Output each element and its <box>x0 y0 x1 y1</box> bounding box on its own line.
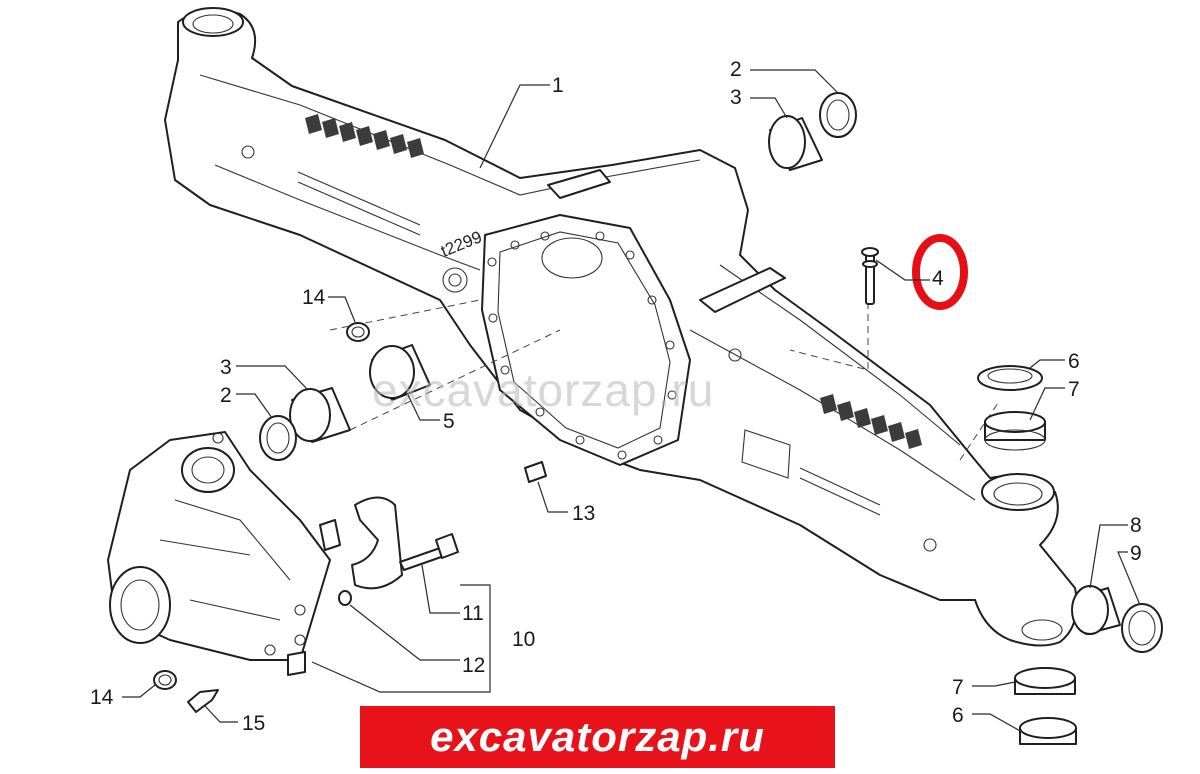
ring-seal-upper <box>819 92 857 138</box>
callout-6-lower: 6 <box>952 704 964 727</box>
breather-vent <box>861 247 879 305</box>
bushing-upper <box>768 115 823 171</box>
sleeve-5 <box>369 344 431 401</box>
callout-5: 5 <box>443 410 455 433</box>
washer-12 <box>338 590 352 606</box>
callout-9: 9 <box>1130 542 1142 565</box>
site-banner: excavatorzap.ru <box>360 706 835 768</box>
seal-9 <box>1121 603 1163 653</box>
cooling-fins-left <box>305 114 424 158</box>
callout-6-upper: 6 <box>1068 350 1080 373</box>
callout-12: 12 <box>462 654 485 677</box>
carrier-housing-left <box>107 431 341 676</box>
callout-1: 1 <box>552 74 564 97</box>
callout-15: 15 <box>242 712 265 735</box>
callout-14-upper: 14 <box>302 286 326 309</box>
callout-3-lower: 3 <box>220 356 232 379</box>
callout-7-upper: 7 <box>1068 378 1080 401</box>
callout-8: 8 <box>1130 514 1142 537</box>
callout-11: 11 <box>462 602 484 625</box>
leader-lines <box>122 69 1141 733</box>
banner-text: excavatorzap.ru <box>430 713 765 760</box>
bushing-8 <box>1071 585 1121 635</box>
watermark-text: excavatorzap.ru <box>372 364 714 416</box>
bearing-7-upper <box>984 411 1046 451</box>
callout-2-upper: 2 <box>730 58 742 81</box>
callout-14-lower: 14 <box>90 686 114 709</box>
drain-plug-upper <box>346 322 370 342</box>
axle-housing: t2299 <box>164 7 1078 647</box>
seal-6-upper <box>977 365 1043 391</box>
bolt-11 <box>399 533 459 571</box>
callout-3-upper: 3 <box>730 86 742 109</box>
cooling-fins-right <box>820 394 922 449</box>
callout-10: 10 <box>512 628 535 651</box>
flange-bolt-holes <box>487 231 677 460</box>
callout-4: 4 <box>932 267 944 290</box>
bearing-7-lower <box>1014 667 1076 695</box>
bushing-lower-left <box>289 387 351 443</box>
dowel-pin <box>524 461 547 483</box>
callout-labels: 1 2 3 4 6 7 8 9 14 3 2 5 13 11 10 12 14 … <box>90 58 1142 735</box>
callout-2-lower: 2 <box>220 384 232 407</box>
callout-13: 13 <box>572 502 595 525</box>
ring-seal-lower-left <box>259 415 297 461</box>
bolt-15 <box>187 689 219 713</box>
drain-plug-lower <box>153 670 177 690</box>
bearing-cap <box>351 496 403 590</box>
callout-7-lower: 7 <box>952 676 964 699</box>
seal-6-lower <box>1019 717 1077 745</box>
highlight-ring-part-4 <box>912 234 968 310</box>
